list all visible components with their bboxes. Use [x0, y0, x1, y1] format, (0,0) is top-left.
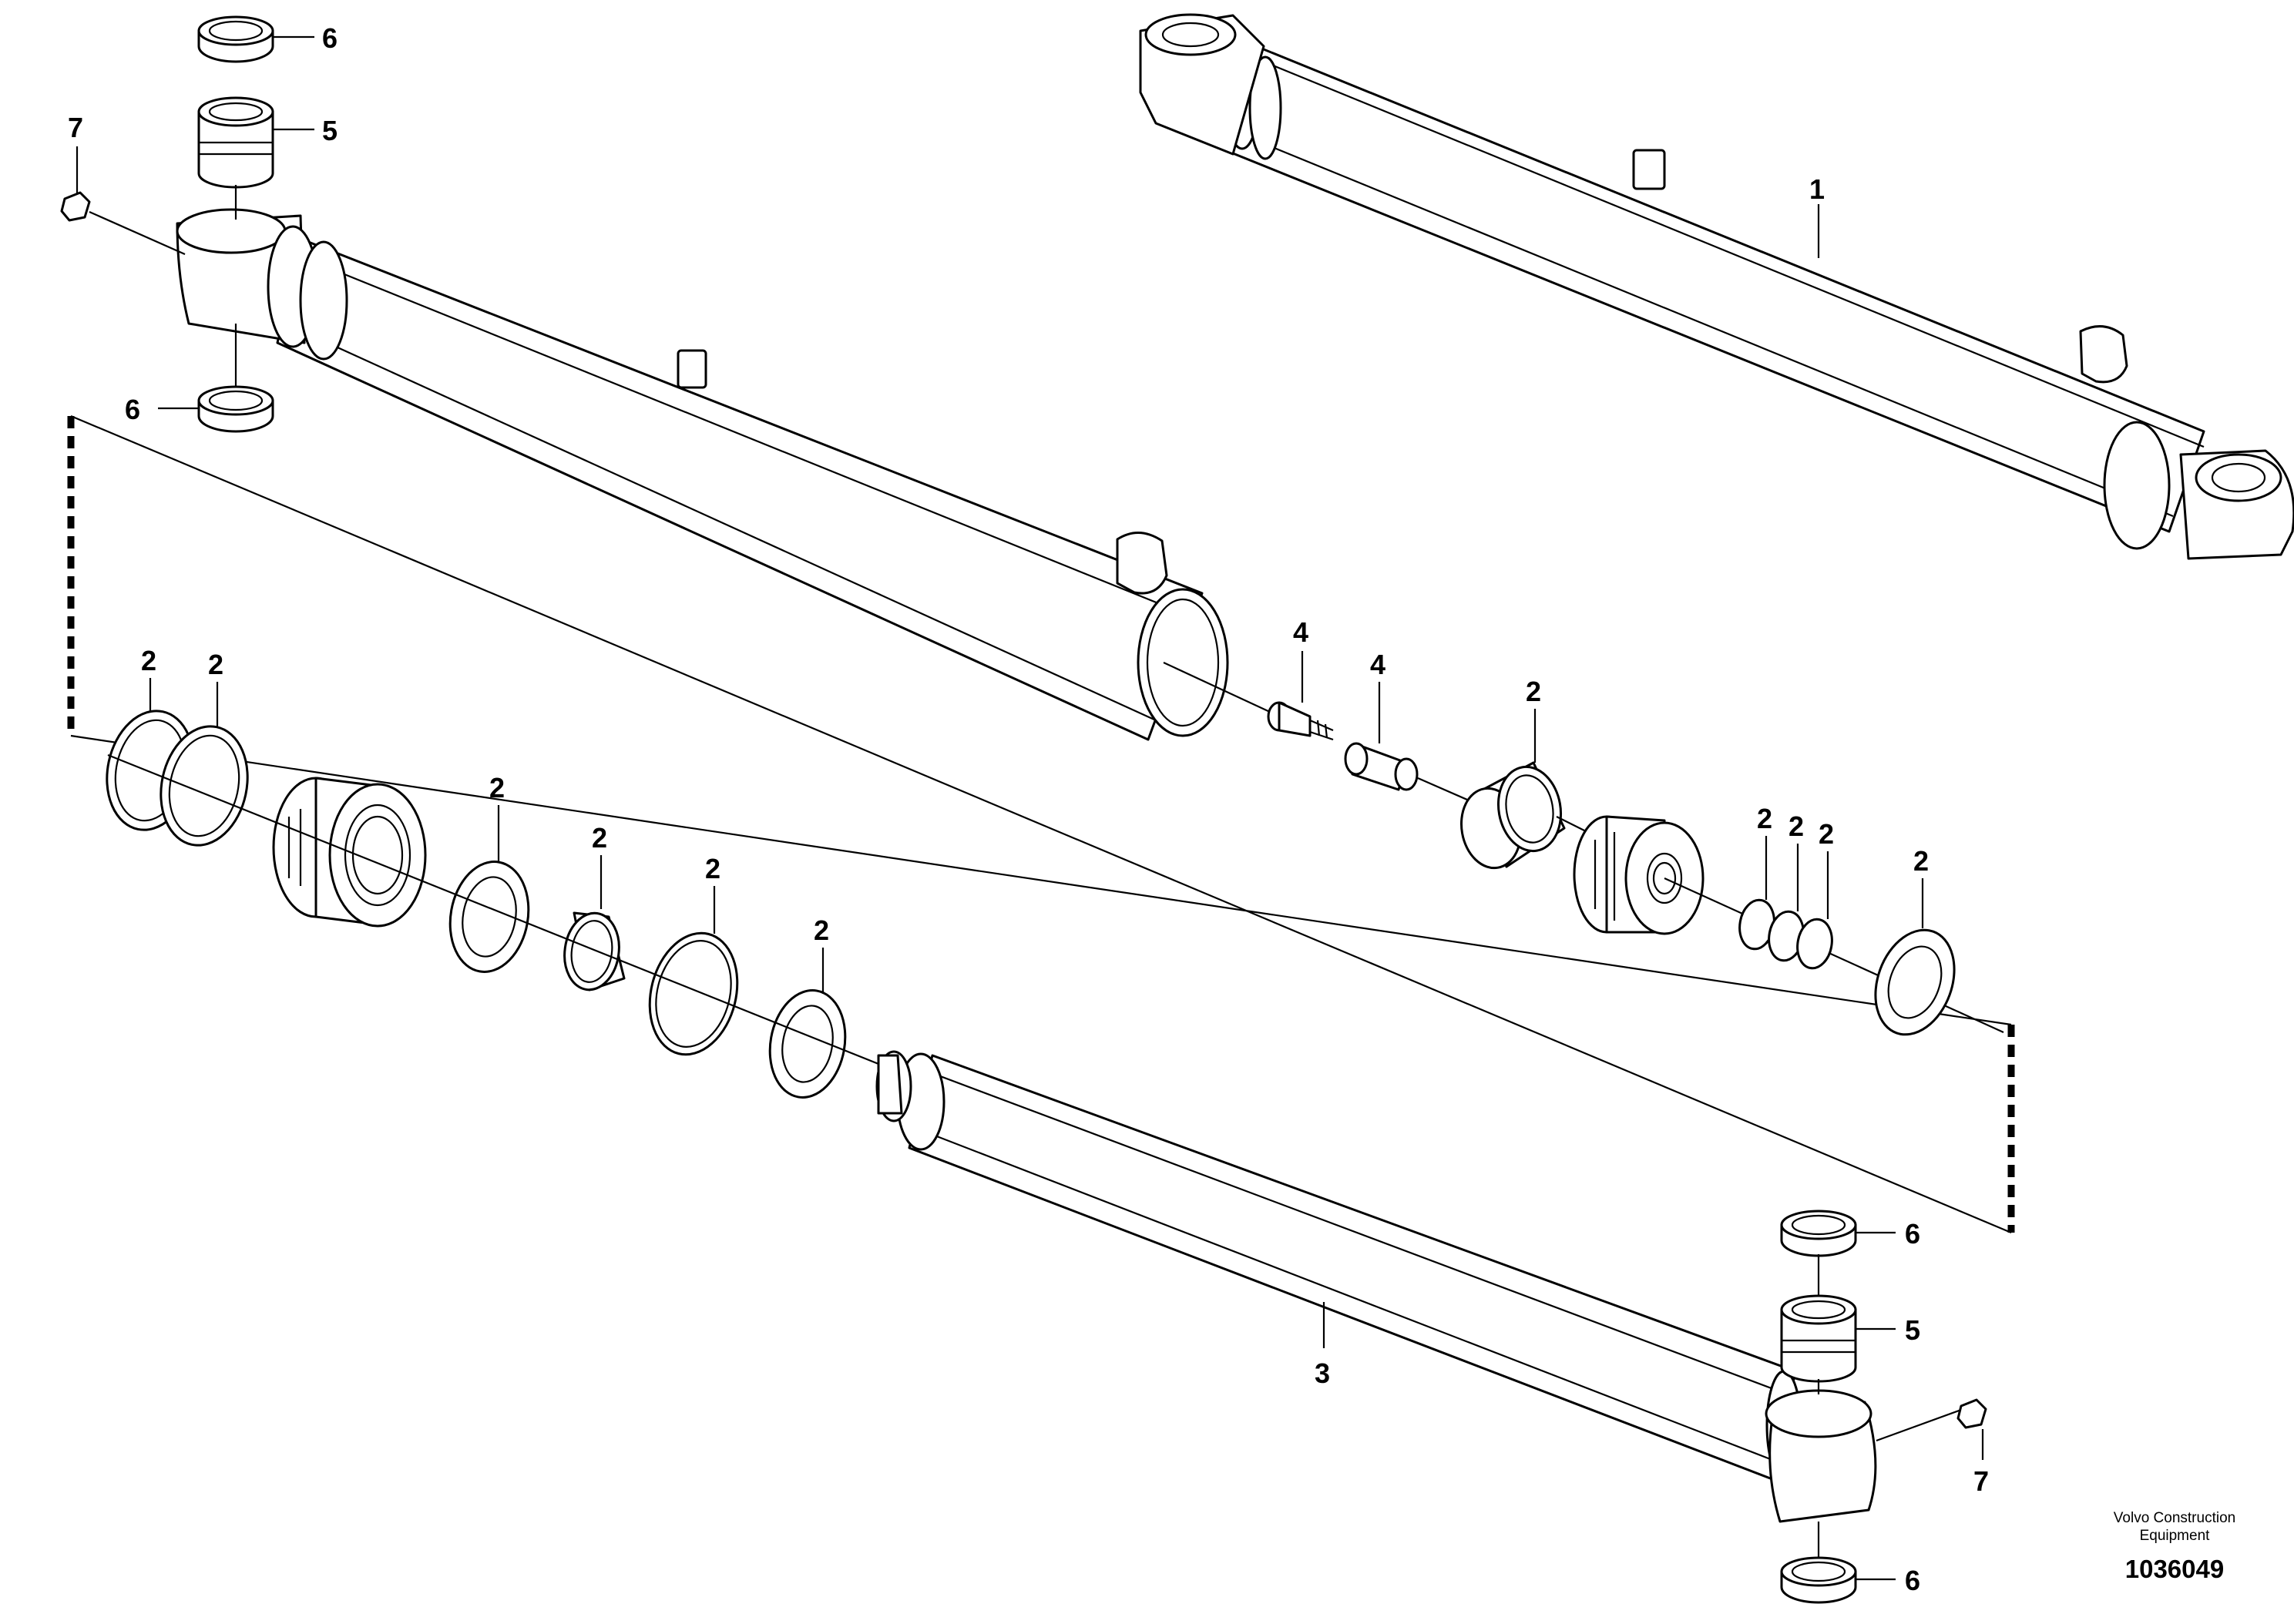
callout-bushing-top: 5 [322, 115, 338, 146]
dirt-seal-top-lower: 6 [125, 324, 274, 433]
seal-piston-right: 2 [1874, 845, 1956, 1036]
spacer: 4 [1344, 649, 1419, 791]
callout-seal-head-c: 2 [705, 853, 720, 884]
callout-seal-piston-left-b: 2 [208, 649, 223, 680]
cylinder-head [272, 777, 427, 928]
callout-dirt-seal-top-upper: 6 [322, 22, 338, 54]
screw: 4 [1267, 616, 1334, 741]
cylinder-tube [176, 208, 1229, 741]
left-stack-axis [107, 753, 887, 1069]
callout-seal-piston-left-a: 2 [141, 645, 156, 676]
callout-grease-nipple-bottom: 7 [1973, 1465, 1989, 1497]
callout-spacer: 4 [1370, 649, 1385, 680]
callout-seal-small-c: 2 [1819, 818, 1834, 850]
brand-line-1: Volvo Construction [2114, 1510, 2235, 1526]
callout-assembled-cylinder: 1 [1809, 173, 1825, 205]
callout-seal-small-b: 2 [1789, 810, 1804, 842]
assembly-path [67, 414, 2015, 1234]
callout-screw: 4 [1293, 616, 1308, 648]
callout-dirt-seal-bottom-upper: 6 [1905, 1218, 1920, 1250]
piston-rod [875, 1050, 1877, 1523]
seal-head-b: 2 [563, 822, 626, 992]
callout-seal-head-d: 2 [814, 914, 829, 946]
callout-seal-piston-right: 2 [1913, 845, 1929, 877]
seal-small-c: 2 [1796, 818, 1834, 970]
callout-3: 3 [1315, 1302, 1330, 1389]
callout-1: 1 [1809, 173, 1825, 258]
callout-piston-rod: 3 [1315, 1357, 1330, 1389]
bushing-bottom: 5 [1780, 1254, 1920, 1394]
brand-line-2: Equipment [2140, 1528, 2211, 1544]
assembled-cylinder [1139, 13, 2294, 560]
seal-head-a: 2 [448, 772, 530, 973]
callout-seal-guide: 2 [1526, 676, 1541, 707]
grease-nipple-bottom: 7 [1876, 1398, 1989, 1497]
callout-dirt-seal-top-lower: 6 [125, 394, 140, 425]
seal-small-b: 2 [1768, 810, 1805, 962]
piston-to-seal-axis [1664, 877, 2004, 1034]
callout-bushing-bottom: 5 [1905, 1314, 1920, 1346]
callout-grease-nipple-top: 7 [68, 112, 83, 143]
seal-guide: 2 [1460, 676, 1566, 870]
callout-seal-head-b: 2 [592, 822, 607, 854]
seal-head-c: 2 [648, 853, 739, 1056]
tube-to-screw-axis [1163, 662, 1272, 713]
footer-brand: Volvo Construction Equipment 1036049 [2114, 1510, 2235, 1583]
bushing-top: 5 [197, 96, 338, 220]
seal-head-d: 2 [768, 914, 847, 1099]
grease-nipple-top: 7 [60, 112, 186, 256]
callout-seal-head-a: 2 [489, 772, 505, 804]
seal-small-a: 2 [1738, 803, 1775, 951]
drawing-number: 1036049 [2125, 1555, 2224, 1583]
dirt-seal-top-upper: 6 [197, 15, 338, 63]
callout-dirt-seal-bottom-lower: 6 [1905, 1565, 1920, 1596]
dirt-seal-bottom-lower: 6 [1780, 1522, 1920, 1604]
piston [1573, 815, 1705, 935]
callout-seal-small-a: 2 [1757, 803, 1772, 834]
dirt-seal-bottom-upper: 6 [1780, 1210, 1920, 1257]
